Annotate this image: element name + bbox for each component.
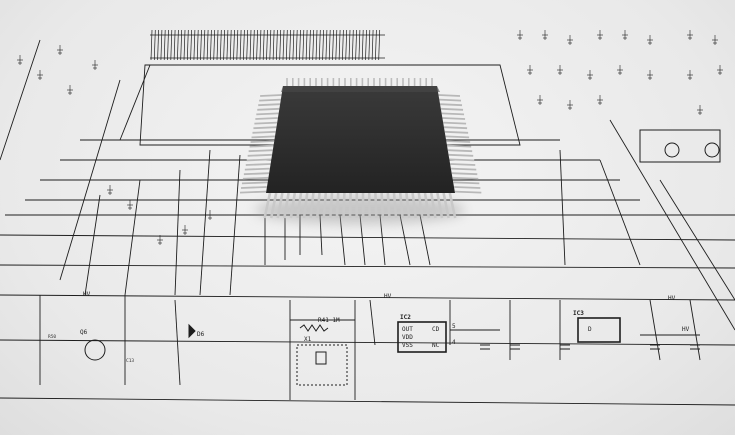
label-q6: Q6 xyxy=(80,329,88,336)
label-r41: R41 1M xyxy=(318,317,340,324)
label-ic3: IC3 xyxy=(573,310,584,317)
r41-resistor xyxy=(299,324,329,332)
label-cd: CD xyxy=(432,326,440,333)
ic2-body xyxy=(397,321,447,353)
microchip xyxy=(266,86,455,193)
label-pin5: 5 xyxy=(452,323,456,330)
label-vss: VSS xyxy=(402,342,413,349)
label-c13: C13 xyxy=(126,359,135,364)
ic3-body xyxy=(577,317,621,343)
chip-pins xyxy=(240,78,482,219)
label-ic2: IC2 xyxy=(400,314,411,321)
label-hv3: HV xyxy=(668,295,676,302)
connector-comb xyxy=(150,29,385,61)
label-x1: X1 xyxy=(304,336,312,343)
label-d: D xyxy=(588,326,592,333)
label-out: OUT xyxy=(402,326,413,333)
q6-transistor xyxy=(84,339,106,361)
circuit-wires xyxy=(0,39,735,406)
label-nc: NC xyxy=(432,342,440,349)
label-hv2: HV xyxy=(384,293,392,300)
components xyxy=(84,129,721,386)
label-d6: D6 xyxy=(197,331,205,338)
label-vdd: VDD xyxy=(402,334,413,341)
label-r50: R50 xyxy=(48,335,57,340)
label-pin4: 4 xyxy=(452,339,456,346)
x1-crystal xyxy=(315,351,327,365)
label-hv: HV xyxy=(83,291,91,298)
label-hv4: HV xyxy=(682,326,690,333)
d6-diode xyxy=(188,323,196,339)
x1-crystal-box xyxy=(296,344,348,386)
component-ticks xyxy=(17,30,723,245)
